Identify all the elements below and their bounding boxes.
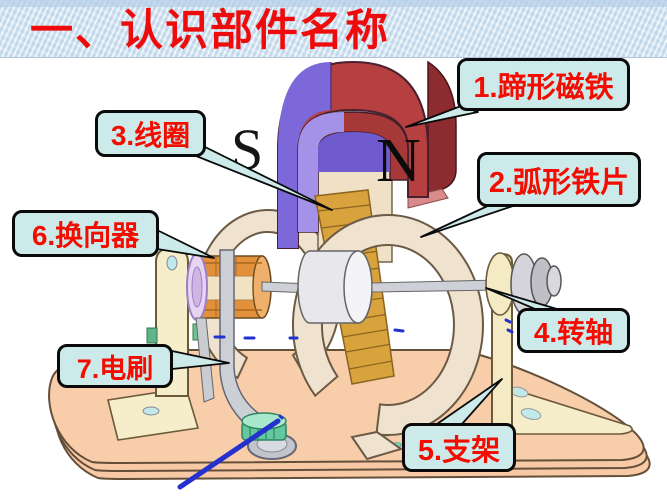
bracket-hole (166, 255, 178, 271)
arc-iron-piece (292, 214, 484, 461)
header-band (0, 0, 667, 58)
wire (177, 318, 514, 490)
label-commutator: 6.换向器 (12, 210, 159, 257)
page-title: 一、认识部件名称 (30, 7, 390, 55)
header-top-strip (0, 0, 667, 7)
magnet-letter-n: N (376, 127, 421, 195)
label-shaft: 4.转轴 (517, 308, 630, 353)
label-arc-iron-piece: 2.弧形铁片 (477, 152, 641, 207)
shaft (371, 279, 499, 293)
rotor-hub (297, 250, 373, 324)
magnet-letter-s: S (231, 117, 263, 182)
pulley-disc (546, 265, 562, 297)
label-horseshoe-magnet: 1.蹄形磁铁 (457, 58, 630, 111)
label-coil: 3.线圈 (95, 110, 206, 157)
label-brush: 7.电刷 (57, 344, 173, 388)
label-bracket: 5.支架 (402, 423, 516, 472)
right-foot-plate (495, 382, 633, 435)
